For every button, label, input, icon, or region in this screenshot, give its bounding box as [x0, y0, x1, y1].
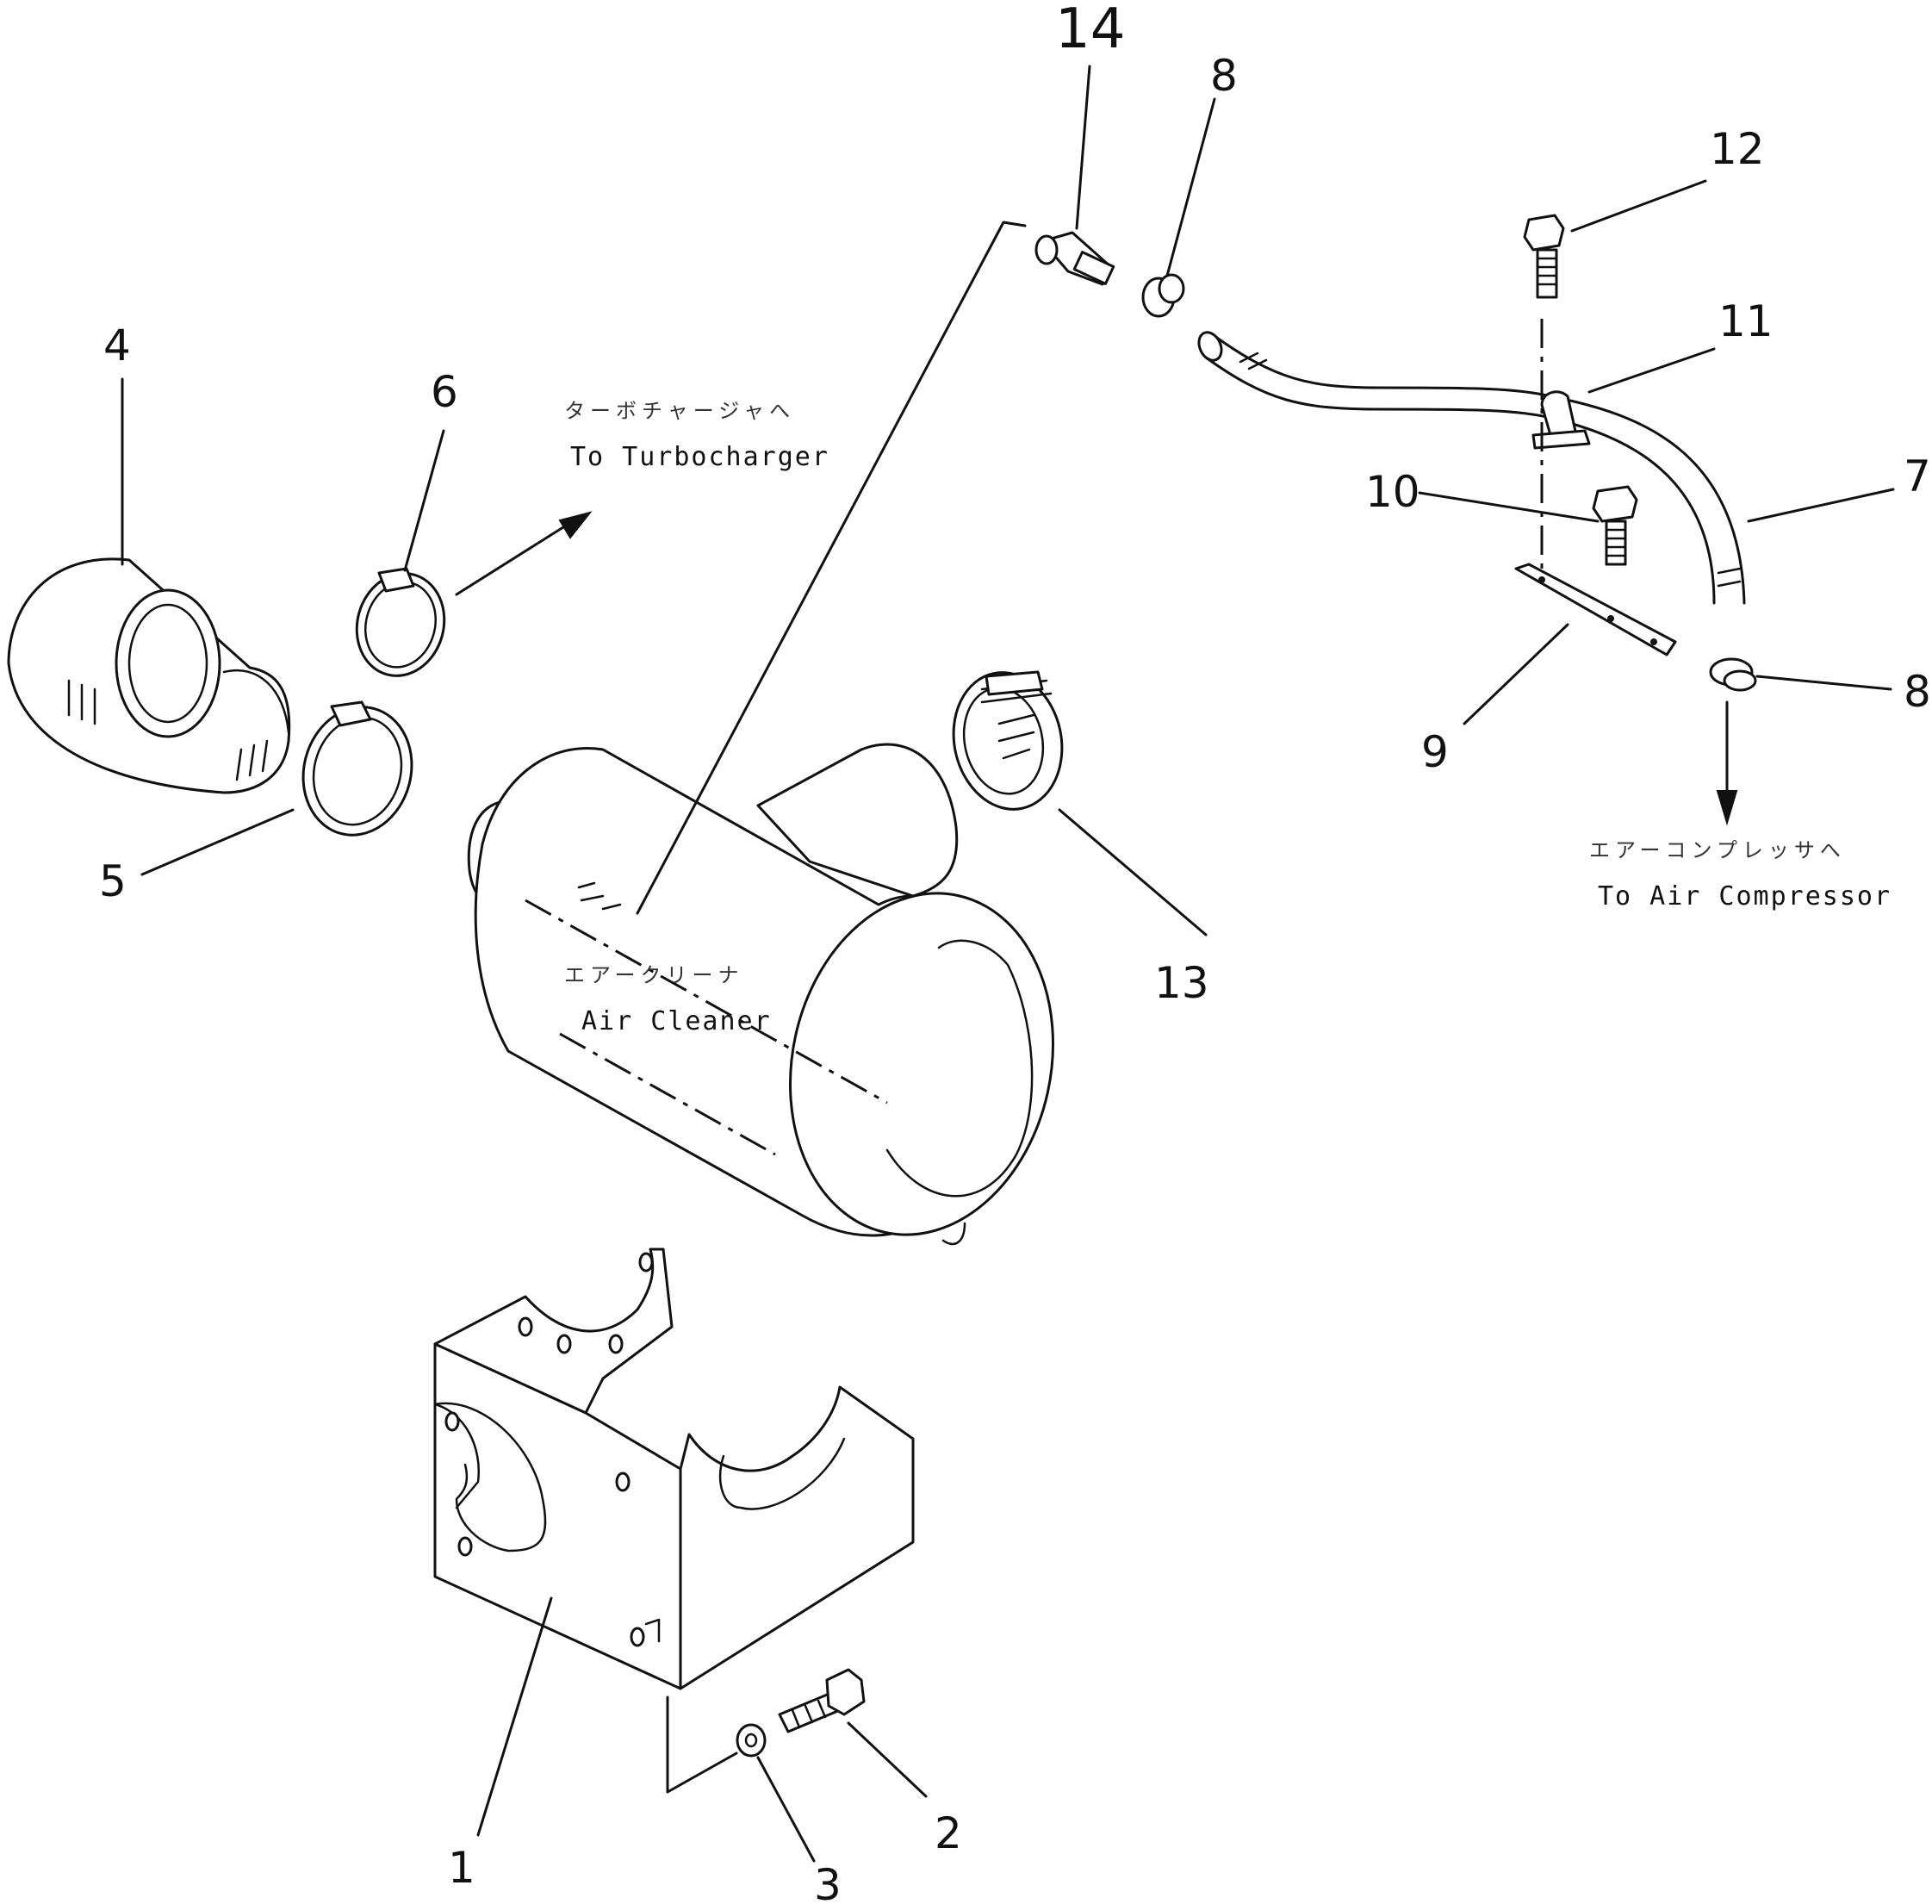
- bolt-part-12: [1523, 214, 1565, 299]
- turbocharger-note-en: To Turbocharger: [570, 442, 829, 472]
- callout-part-14: 14: [1055, 0, 1125, 61]
- callout-1-part-4: 4: [103, 320, 131, 370]
- callout-part-13: 13: [1154, 958, 1209, 1008]
- turbocharger-note-jp: ターボチャージャへ: [564, 399, 795, 423]
- callout-part-9: 9: [1421, 727, 1449, 777]
- hose-clamp-part-6: [355, 567, 446, 677]
- washer-part-3: [736, 1723, 767, 1758]
- fitting-part-14: [1034, 231, 1115, 286]
- turbocharger-arrow: [455, 511, 593, 596]
- plate-part-9: [1514, 563, 1677, 656]
- leader-bracket-to-bolt: [666, 1696, 738, 1794]
- centre-line-bottom: [559, 1032, 776, 1156]
- hose-clamp-part-8-lower: [1709, 657, 1757, 692]
- callout-part-8-upper: 8: [1210, 51, 1238, 101]
- bracket-part-1: [433, 1248, 915, 1690]
- notes: ターボチャージャへ To Turbocharger エアークリーナ Air Cl…: [564, 399, 1892, 1036]
- elbow-hose-part-4: [7, 557, 291, 794]
- air-cleaner-label-en: Air Cleaner: [581, 1006, 772, 1036]
- air-compressor-note-en: To Air Compressor: [1598, 881, 1892, 912]
- bolt-part-10: [1592, 485, 1638, 566]
- leader-lines: [121, 65, 1895, 1863]
- callout-part-3: 3: [814, 1860, 842, 1904]
- centre-line-top: [525, 899, 888, 1104]
- callout-part-6: 6: [431, 367, 458, 417]
- callout-part-7: 7: [1904, 451, 1931, 501]
- callout-part-1: 1: [448, 1843, 475, 1893]
- air-compressor-note-jp: エアーコンプレッサへ: [1589, 838, 1846, 862]
- air-cleaner-label-jp: エアークリーナ: [564, 963, 744, 987]
- hose-clamp-part-8-upper: [1141, 273, 1185, 318]
- leader-fitting-to-port: [636, 221, 1027, 915]
- callout-numbers: 4 5 6 14 8 13 12 11 10 7 9 8 1 2 3: [99, 0, 1931, 1904]
- air-hose-part-7: [1197, 331, 1746, 605]
- band-clamp-part-13: [952, 670, 1064, 811]
- air-cleaner-body: [467, 743, 1055, 1246]
- bolt-part-2: [778, 1668, 866, 1733]
- air-compressor-arrow: [1716, 700, 1738, 826]
- pipe-clamp-part-11: [1531, 390, 1591, 450]
- callout-part-5: 5: [99, 856, 127, 906]
- callout-part-8-lower: 8: [1904, 667, 1931, 717]
- callout-part-12: 12: [1710, 124, 1765, 174]
- callout-part-2: 2: [935, 1808, 962, 1858]
- hose-clamp-part-5: [301, 700, 413, 837]
- callout-part-11: 11: [1718, 296, 1774, 346]
- callout-part-10: 10: [1365, 467, 1420, 517]
